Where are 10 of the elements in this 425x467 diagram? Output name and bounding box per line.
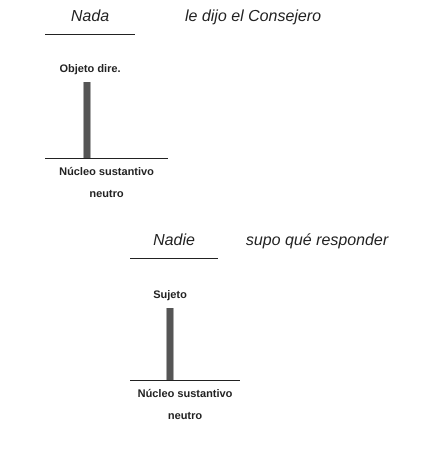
function-label: Sujeto <box>125 284 215 306</box>
sentence-text: Nada <box>45 8 135 35</box>
function-label: Objeto dire. <box>40 58 140 80</box>
connector-bar <box>166 308 174 380</box>
nucleus-label: Núcleo sustantivo neutro <box>130 380 240 427</box>
sentence-text: supo qué responder <box>244 232 390 250</box>
connector-bar <box>84 82 90 158</box>
nucleus-label: Núcleo sustantivo neutro <box>45 158 168 205</box>
sentence-text: le dijo el Consejero <box>184 8 322 26</box>
sentence-text: Nadie <box>130 232 218 259</box>
